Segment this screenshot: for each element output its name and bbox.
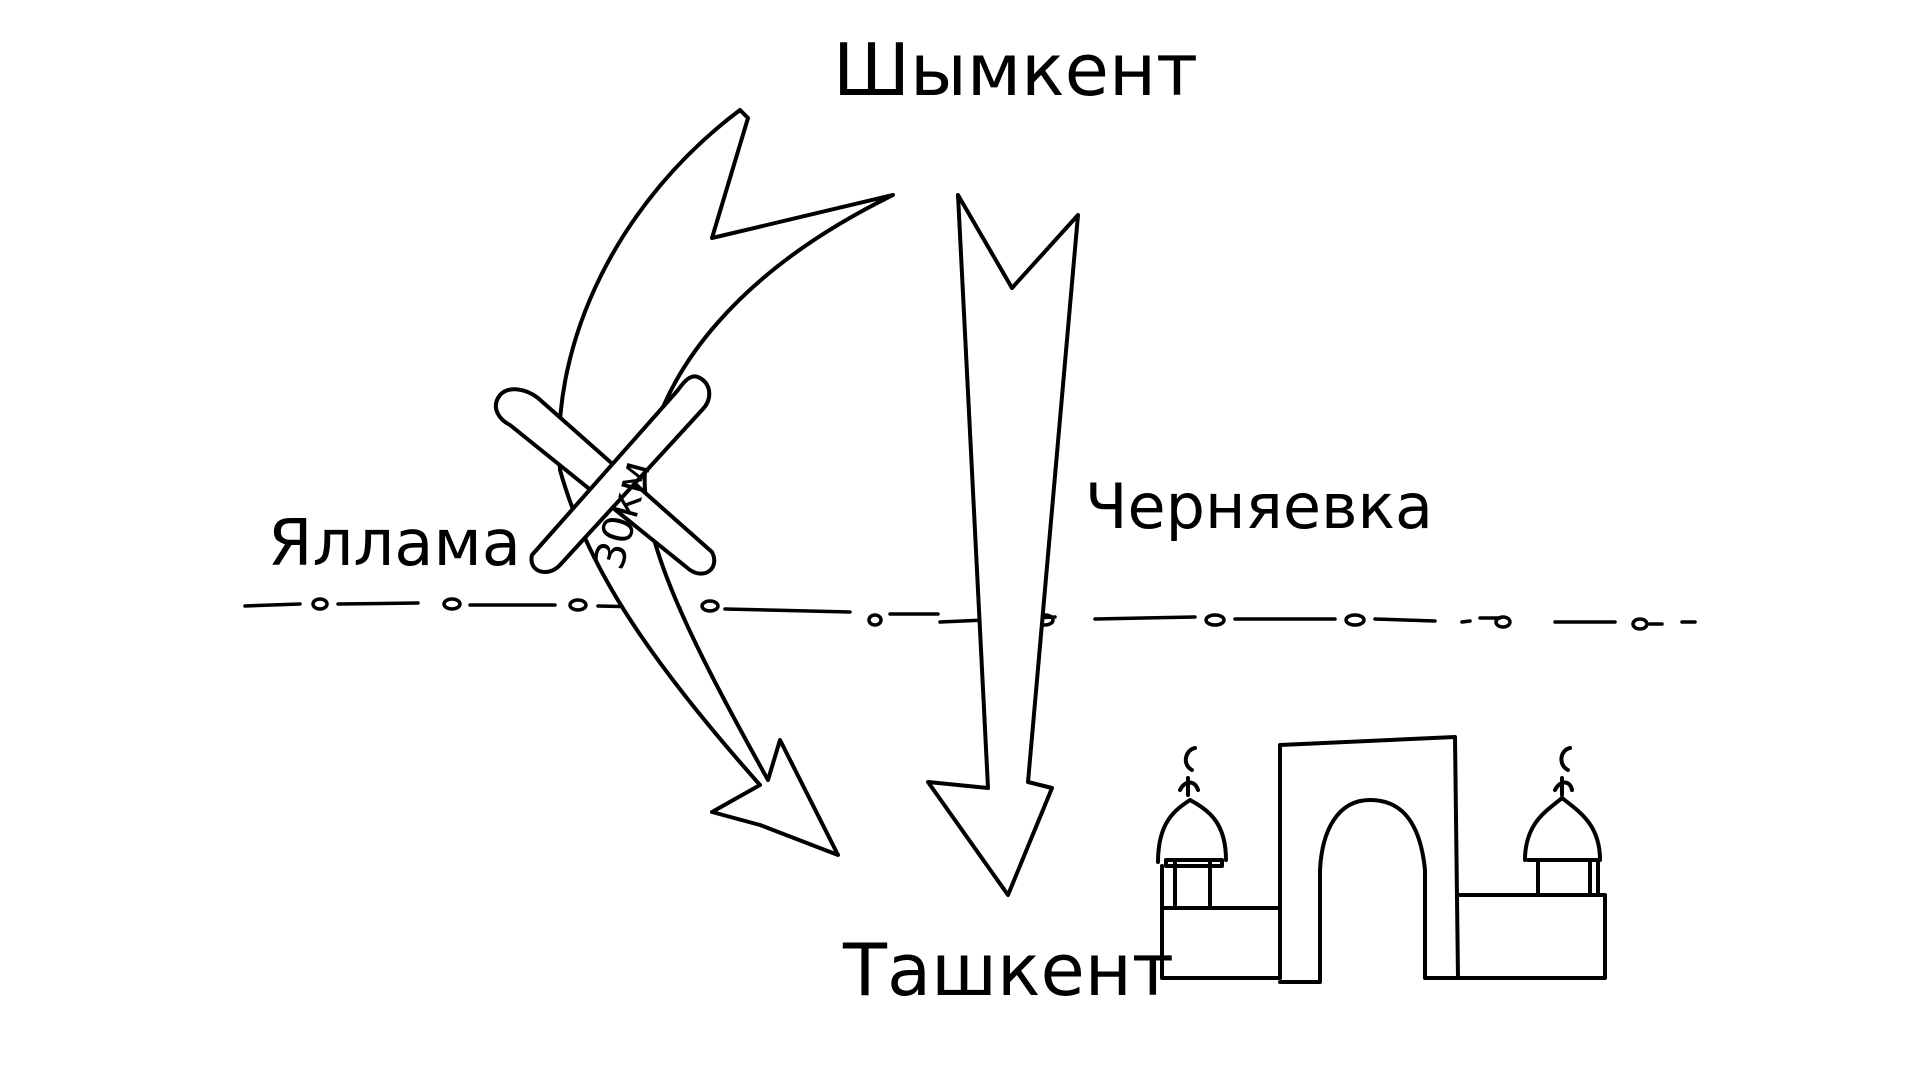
destination-label: Ташкент [842,928,1174,1012]
route-town-label: Черняевка [1085,470,1433,543]
crossed-town-label: Яллама [268,507,521,581]
straight-arrow-icon [926,193,1080,897]
origin-label: Шымкент [833,28,1198,112]
border-line-icon [243,597,1697,631]
curved-arrow-icon [557,108,895,857]
mosque-gate-icon [1156,735,1607,984]
cross-icon [493,374,717,576]
